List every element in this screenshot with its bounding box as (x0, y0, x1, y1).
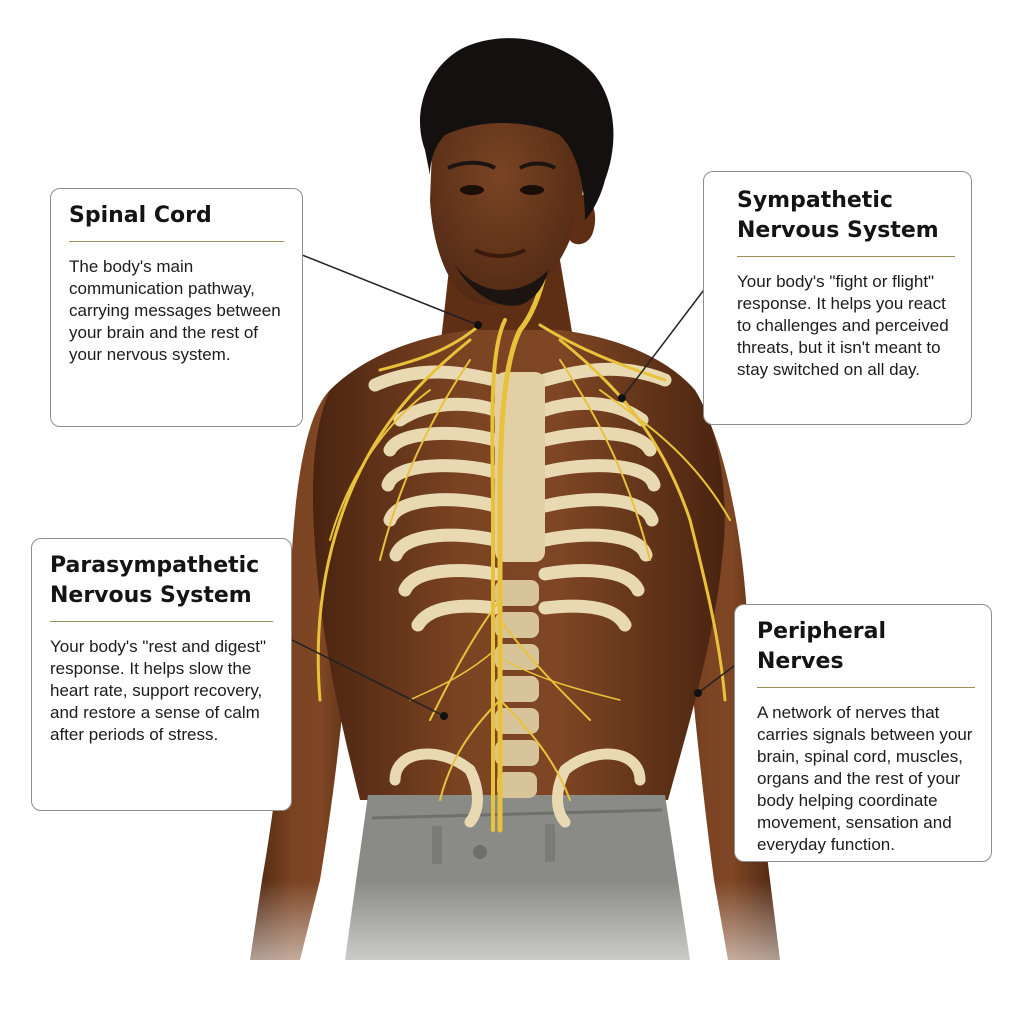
callout-body: The body's main communication pathway, c… (69, 257, 281, 364)
callout-title: Spinal Cord (69, 203, 212, 228)
divider (69, 241, 284, 242)
torso (312, 330, 725, 800)
callout-body: A network of nerves that carries signals… (757, 703, 973, 854)
callout-peripheral-nerves: Peripheral Nerves A network of nerves th… (734, 604, 992, 862)
hair (420, 38, 614, 220)
callout-spinal-cord: Spinal Cord The body's main communicatio… (50, 188, 303, 427)
callout-body: Your body's "fight or flight" response. … (737, 272, 949, 379)
divider (50, 621, 273, 622)
sternum (495, 372, 545, 562)
callout-body: Your body's "rest and digest" response. … (50, 637, 266, 744)
callout-title: Peripheral Nerves (757, 619, 887, 674)
beard (450, 255, 548, 306)
vertebrae (495, 580, 539, 798)
callout-title: Parasympathetic Nervous System (50, 553, 260, 608)
callout-title: Sympathetic Nervous System (737, 188, 939, 243)
callout-sympathetic-nervous-system: Sympathetic Nervous System Your body's "… (703, 171, 972, 425)
face (430, 89, 586, 305)
divider (737, 256, 955, 257)
ribcage (368, 362, 672, 632)
callout-parasympathetic-nervous-system: Parasympathetic Nervous System Your body… (31, 538, 292, 811)
divider (757, 687, 975, 688)
pelvis (389, 748, 646, 828)
